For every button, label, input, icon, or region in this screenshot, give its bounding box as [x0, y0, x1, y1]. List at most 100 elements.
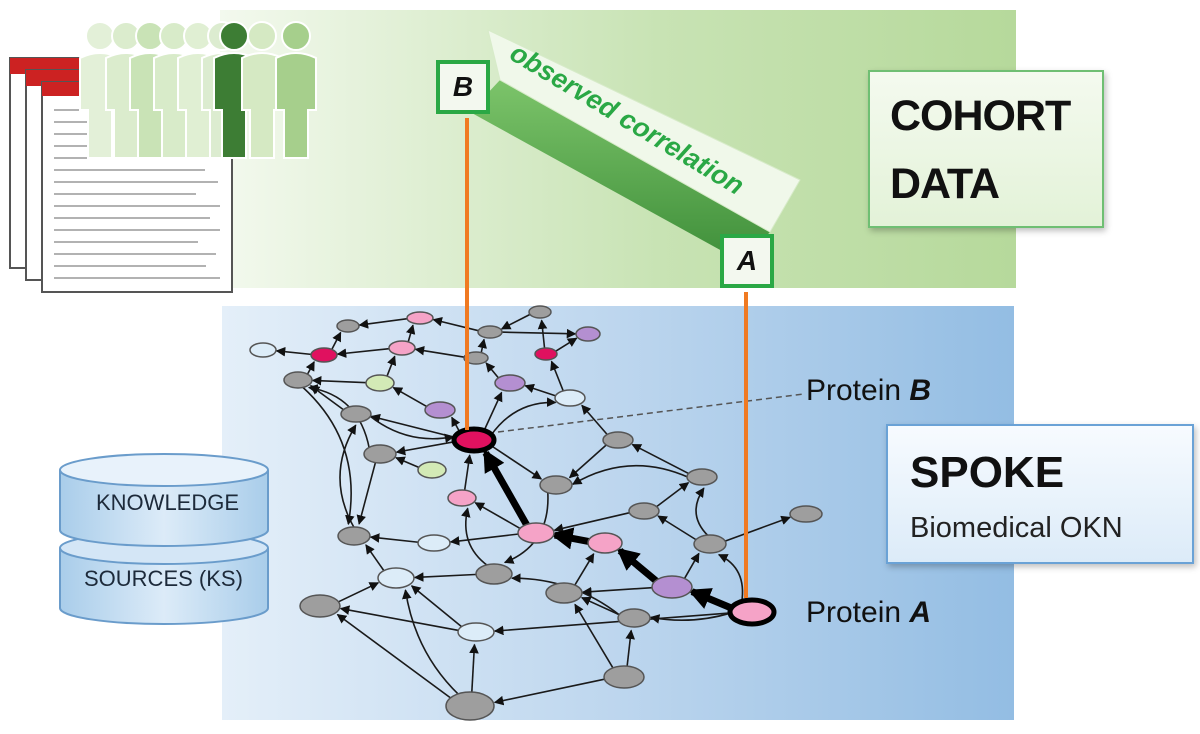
cohort-people-icon	[79, 21, 317, 159]
protein-b-node	[451, 426, 497, 454]
network-node	[337, 526, 371, 546]
network-edge	[581, 586, 655, 597]
knowledge-sources-line-2: SOURCES (KS)	[84, 566, 243, 591]
network-node	[463, 351, 489, 365]
network-node	[365, 374, 395, 392]
network-edge	[489, 444, 543, 480]
correlation-bar	[470, 29, 801, 262]
network-edge	[474, 502, 522, 530]
person-icon	[219, 21, 249, 51]
network-node	[686, 468, 718, 486]
highlight-path-edge	[482, 448, 531, 528]
network-node	[534, 347, 558, 361]
network-edge	[574, 603, 615, 670]
protein-b-prefix: Protein	[806, 374, 910, 407]
network-edge	[493, 678, 607, 706]
network-edge	[683, 552, 700, 580]
network-node	[445, 691, 495, 721]
cohort-line-1: COHORT	[890, 92, 1071, 140]
network-edge	[537, 319, 548, 349]
network-node	[789, 505, 823, 523]
person-icon	[281, 21, 311, 51]
network-edge	[311, 375, 368, 386]
network-edge	[631, 443, 691, 475]
network-node	[494, 374, 526, 392]
network-edge	[330, 331, 342, 351]
network-edge	[301, 386, 355, 526]
network-edge	[336, 582, 380, 604]
network-edge	[655, 482, 690, 508]
network-node	[283, 371, 313, 389]
network-node	[363, 444, 397, 464]
protein-b-letter: B	[909, 374, 932, 407]
network-edge	[568, 443, 608, 479]
network-edge	[432, 317, 480, 332]
network-edge	[500, 313, 532, 330]
network-edge	[649, 611, 733, 624]
network-node	[249, 342, 277, 358]
network-edge	[358, 317, 409, 329]
network-edge	[463, 454, 474, 492]
protein-b-pointer	[497, 393, 805, 433]
network-edge	[493, 611, 733, 636]
network-edge	[385, 355, 397, 378]
network-edge	[550, 360, 565, 392]
network-node	[554, 389, 586, 407]
network-edge	[573, 553, 595, 587]
network-edge	[395, 456, 421, 469]
cohort-data-label: COHORT DATA	[868, 70, 1104, 228]
person-icon	[85, 21, 115, 51]
network-edge	[365, 544, 386, 573]
network-edge	[625, 629, 635, 668]
person-body	[275, 52, 317, 159]
network-edge	[489, 397, 557, 437]
network-node	[602, 431, 634, 449]
network-node	[651, 575, 693, 599]
network-edge	[449, 533, 520, 546]
spoke-label: SPOKE Biomedical OKN	[886, 424, 1194, 564]
network-edge	[368, 414, 455, 444]
variable-b-box: B	[436, 60, 490, 114]
network-edge	[275, 346, 313, 357]
network-edge	[336, 347, 391, 358]
network-edge	[657, 515, 698, 542]
network-edge	[524, 383, 558, 398]
network-node	[340, 405, 372, 423]
network-node	[447, 489, 477, 507]
network-node	[477, 325, 503, 339]
variable-a-box: A	[720, 234, 774, 288]
network-edge	[554, 337, 578, 353]
network-edge	[336, 613, 453, 700]
network-edge	[402, 589, 460, 696]
person-icon	[247, 21, 277, 51]
protein-a-letter: A	[909, 596, 932, 629]
highlight-path-edge	[550, 527, 591, 550]
network-node	[575, 326, 601, 342]
spoke-band	[222, 306, 1014, 720]
network-node	[617, 608, 651, 628]
network-edge	[469, 643, 479, 694]
network-edge	[339, 605, 461, 632]
network-edge	[410, 585, 464, 629]
network-edge	[500, 328, 577, 339]
protein-a-node	[727, 597, 777, 627]
network-node	[424, 401, 456, 419]
network-node	[299, 594, 341, 618]
network-edge	[369, 533, 420, 544]
network-node	[336, 319, 360, 333]
network-edge	[571, 464, 689, 485]
network-node	[417, 534, 451, 552]
network-node	[475, 563, 513, 585]
network-nodes	[249, 305, 823, 721]
network-node	[539, 475, 573, 495]
network-edge	[414, 345, 466, 359]
network-edge	[392, 386, 429, 408]
protein-a-label: Protein A	[806, 596, 931, 630]
network-edge	[356, 461, 377, 525]
spoke-title: SPOKE	[910, 448, 1065, 497]
network-node	[457, 622, 495, 642]
network-node	[693, 534, 727, 554]
knowledge-sources-line-1: KNOWLEDGE	[96, 490, 240, 515]
network-node	[587, 532, 623, 554]
